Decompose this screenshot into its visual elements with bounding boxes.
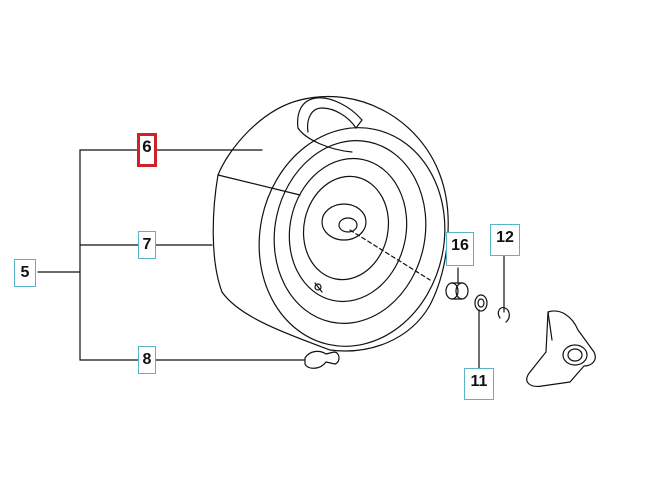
part-12-drawing [497, 307, 510, 323]
callout-7[interactable]: 7 [138, 231, 156, 259]
part-16-drawing [445, 282, 469, 300]
callout-11[interactable]: 11 [464, 368, 494, 400]
callout-8[interactable]: 8 [138, 346, 156, 374]
leader-lines [37, 149, 505, 369]
callout-6[interactable]: 6 [137, 133, 157, 167]
callout-16[interactable]: 16 [446, 232, 474, 266]
callout-5[interactable]: 5 [14, 259, 36, 287]
callout-12[interactable]: 12 [490, 224, 520, 256]
hub-cap-drawing [526, 310, 596, 387]
part-11-drawing [474, 294, 488, 312]
wheel-drawing [212, 95, 449, 352]
part-8-drawing [304, 350, 340, 369]
